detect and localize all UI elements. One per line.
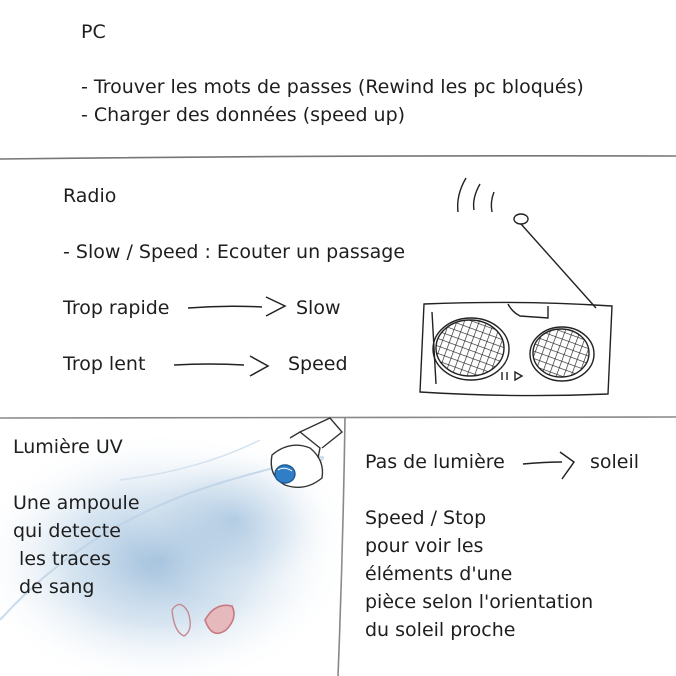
text-line: Une ampoule xyxy=(13,492,140,514)
text-line: les traces xyxy=(13,548,111,570)
uv-lamp-icon xyxy=(270,417,344,488)
row-label-right: Speed xyxy=(288,353,348,375)
row-label-right: Slow xyxy=(296,297,341,319)
text-line: Speed / Stop xyxy=(365,507,487,529)
list-item: - Charger des données (speed up) xyxy=(81,104,406,126)
text-line: pour voir les xyxy=(365,535,484,557)
list-item: - Slow / Speed : Ecouter un passage xyxy=(63,241,406,263)
arrow-icon xyxy=(187,296,287,317)
text-line: qui detecte xyxy=(13,520,121,542)
row-label-left: Trop rapide xyxy=(63,297,170,319)
uv-light-glow xyxy=(0,430,350,676)
divider-middle xyxy=(0,415,676,419)
panel-title: PC xyxy=(81,21,106,43)
text-line: éléments d'une xyxy=(365,563,513,585)
panel-title: Radio xyxy=(63,185,117,207)
row-label-right: soleil xyxy=(590,451,640,473)
text-line: du soleil proche xyxy=(365,619,516,641)
arrow-icon xyxy=(522,451,576,480)
text-line: pièce selon l'orientation xyxy=(365,591,594,613)
row-label-left: Pas de lumière xyxy=(365,451,505,473)
blood-traces xyxy=(171,603,235,637)
arrow-icon xyxy=(173,355,270,377)
radio-icon xyxy=(419,177,613,397)
divider-top xyxy=(0,155,676,160)
list-item: - Trouver les mots de passes (Rewind les… xyxy=(81,76,584,98)
text-line: de sang xyxy=(13,576,95,598)
row-label-left: Trop lent xyxy=(63,353,146,375)
panel-title: Lumière UV xyxy=(13,436,123,458)
